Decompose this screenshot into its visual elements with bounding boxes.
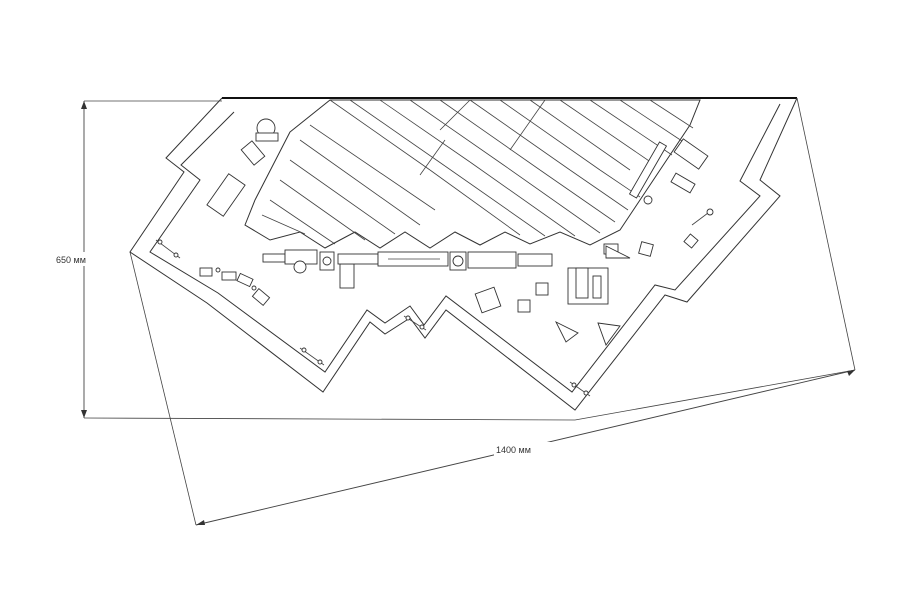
left-extension-line (129, 251, 197, 526)
height-dimension-label: 650 мм (56, 255, 86, 265)
width-dimension-label: 1400 мм (496, 445, 531, 455)
arena-block (244, 99, 701, 249)
center-track (262, 249, 553, 289)
right-extension-line (796, 97, 856, 371)
inner-boundary (149, 103, 781, 393)
bottom-line (83, 417, 576, 421)
right-objects (403, 138, 714, 397)
bottom-right-line (574, 369, 856, 421)
left-objects (155, 118, 325, 366)
